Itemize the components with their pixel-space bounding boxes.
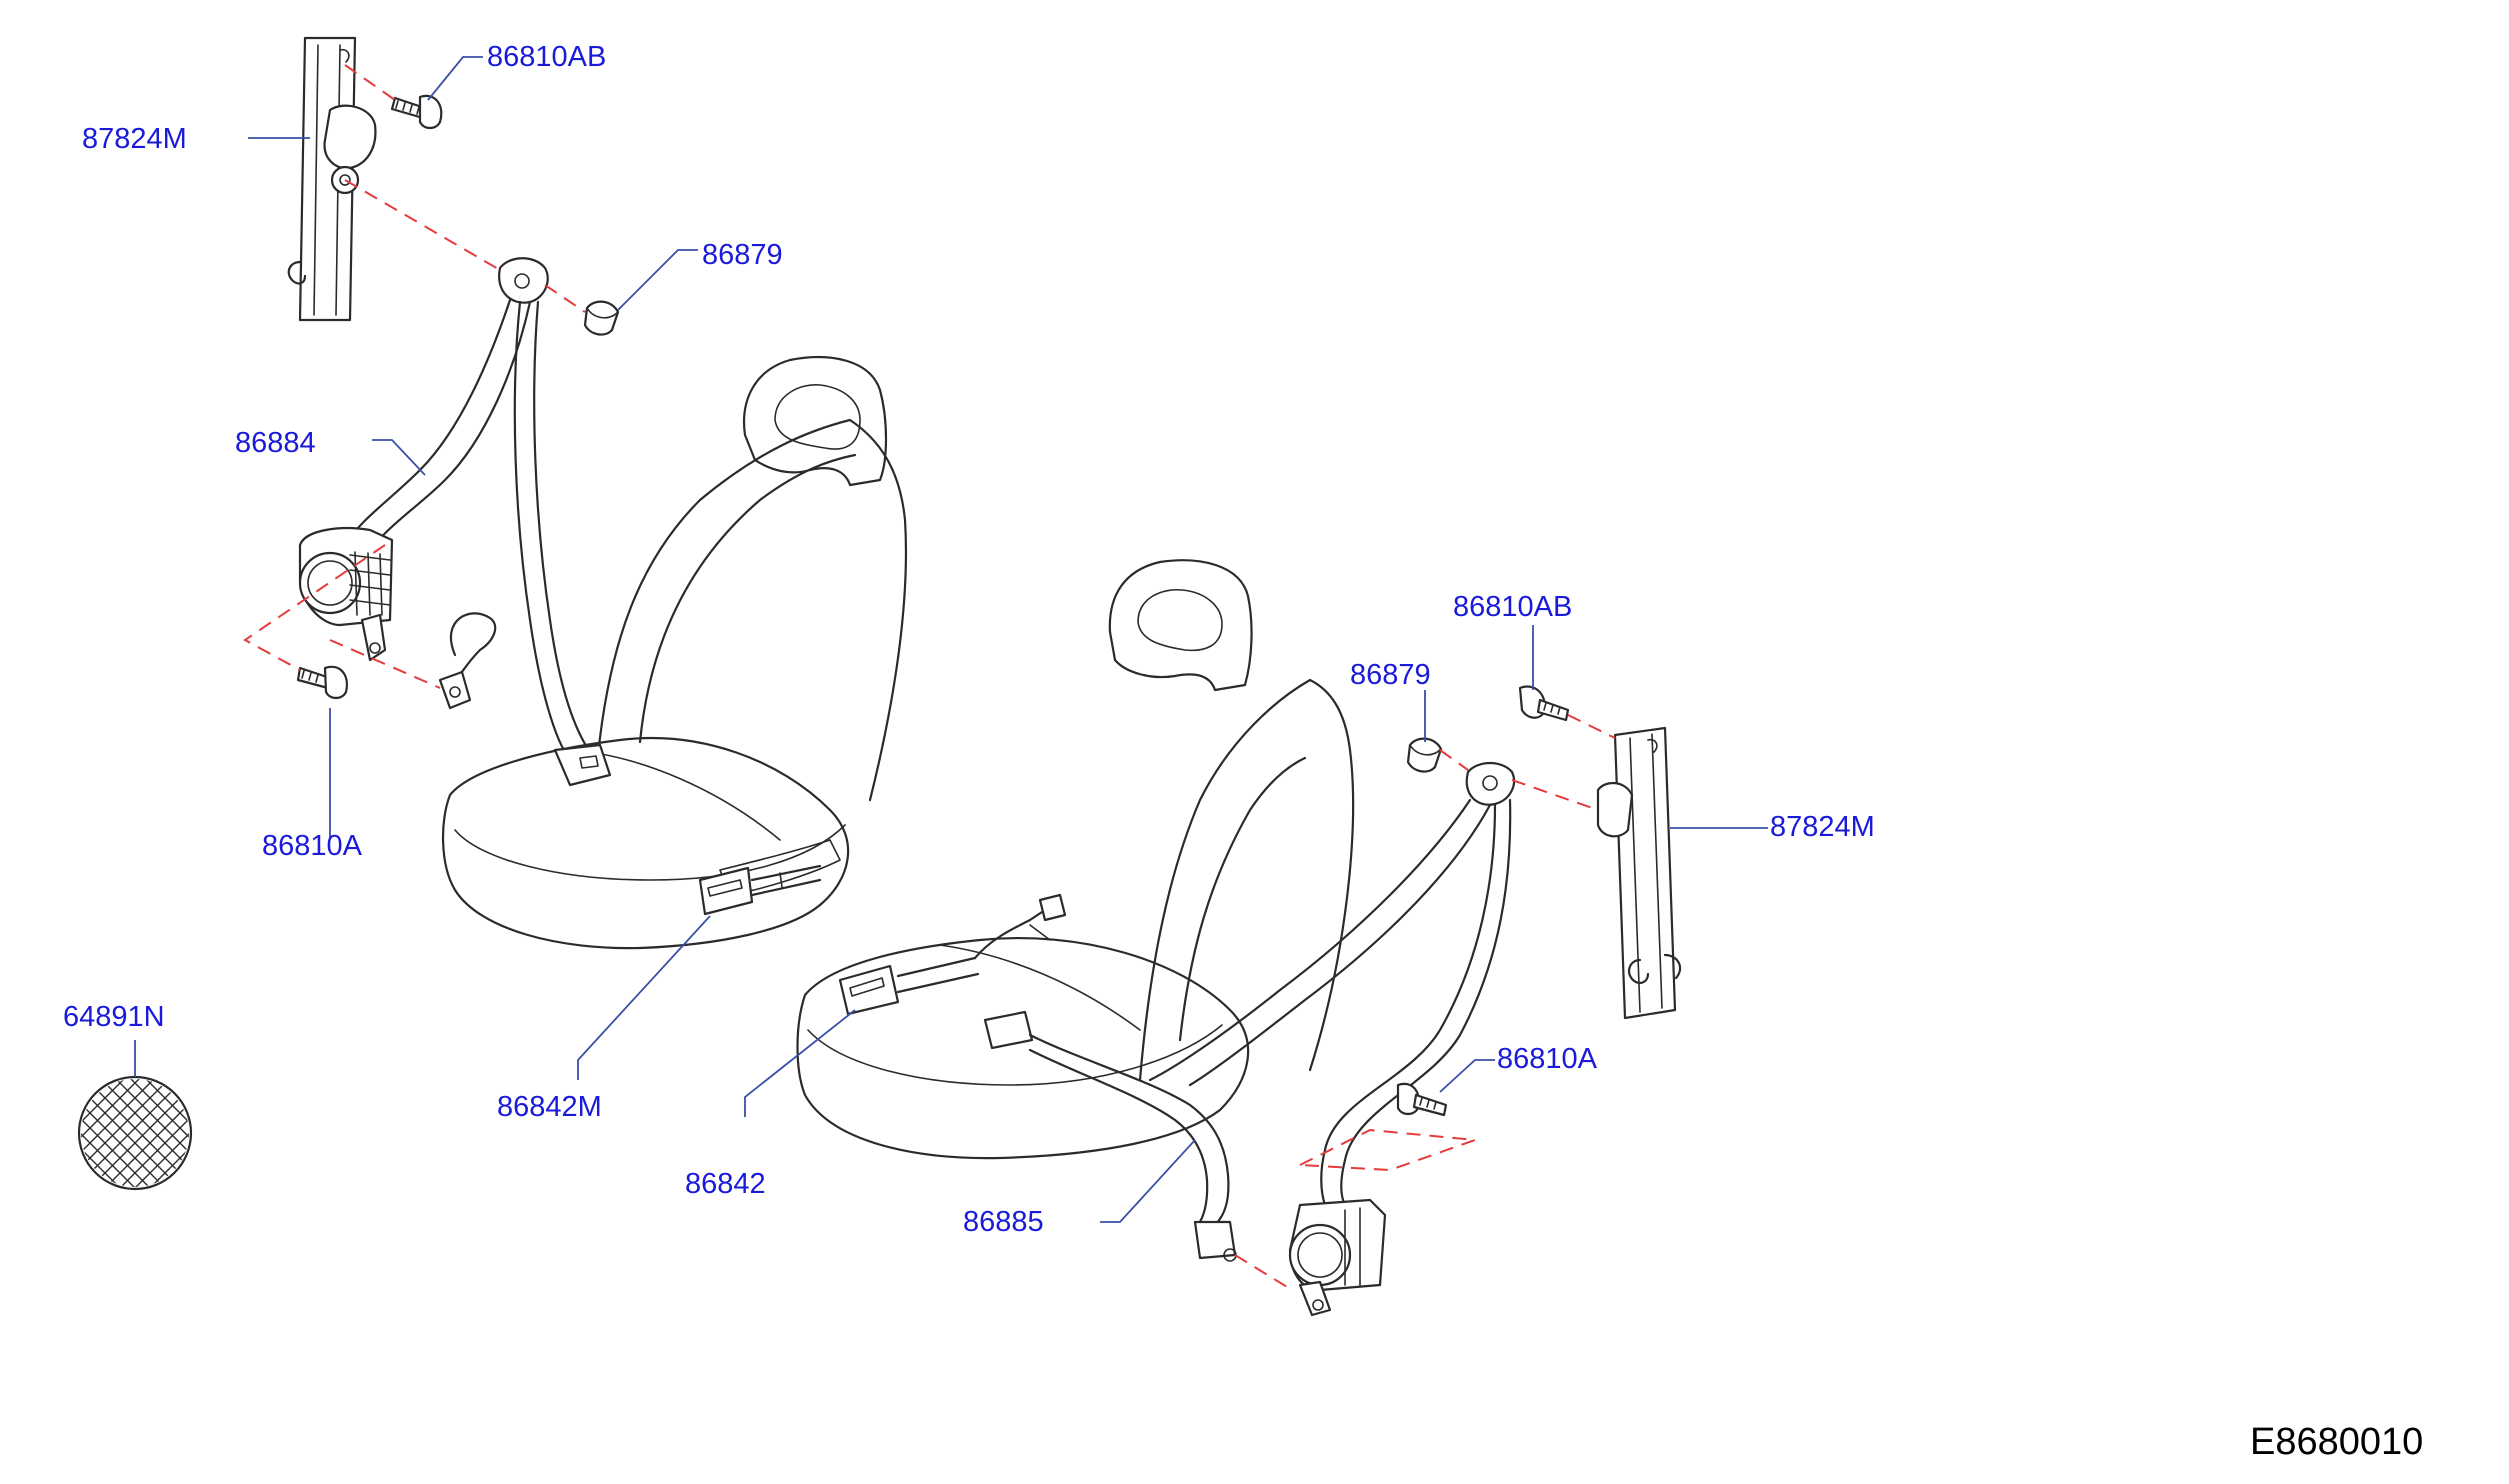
left-cap bbox=[583, 300, 620, 336]
right-cap bbox=[1406, 737, 1443, 773]
right-lap-belt bbox=[983, 1010, 1237, 1262]
left-buckle bbox=[698, 864, 822, 916]
right-seat-illustration bbox=[796, 559, 1355, 1160]
left-seat-illustration bbox=[441, 356, 908, 950]
diagram-code: E8680010 bbox=[2250, 1421, 2424, 1463]
assembly-centerlines bbox=[243, 64, 1616, 1291]
grommet bbox=[77, 1075, 193, 1191]
label-64891n[interactable]: 64891N bbox=[63, 1001, 165, 1033]
left-height-adjuster bbox=[287, 36, 377, 322]
left-seat-belt bbox=[298, 257, 612, 787]
label-86879-right[interactable]: 86879 bbox=[1350, 659, 1431, 691]
label-86810ab-top-left[interactable]: 86810AB bbox=[487, 41, 607, 73]
label-86810ab-right[interactable]: 86810AB bbox=[1453, 591, 1573, 623]
label-86884[interactable]: 86884 bbox=[235, 427, 316, 459]
left-bolt-ab bbox=[390, 94, 443, 130]
label-86810a-right[interactable]: 86810A bbox=[1497, 1043, 1597, 1075]
right-buckle bbox=[838, 893, 1067, 1016]
label-86810a-left[interactable]: 86810A bbox=[262, 830, 362, 862]
right-shoulder-belt bbox=[1148, 761, 1516, 1317]
label-87824m-left[interactable]: 87824M bbox=[82, 123, 187, 155]
right-height-adjuster bbox=[1596, 726, 1682, 1020]
right-bolt-a bbox=[1396, 1082, 1448, 1117]
left-bolt-a bbox=[296, 665, 348, 700]
label-86842m[interactable]: 86842M bbox=[497, 1091, 602, 1123]
right-bolt-ab bbox=[1518, 685, 1570, 722]
label-86879-left[interactable]: 86879 bbox=[702, 239, 783, 271]
label-86842[interactable]: 86842 bbox=[685, 1168, 766, 1200]
label-87824m-right[interactable]: 87824M bbox=[1770, 811, 1875, 843]
leader-lines bbox=[134, 56, 1768, 1223]
label-86885[interactable]: 86885 bbox=[963, 1206, 1044, 1238]
